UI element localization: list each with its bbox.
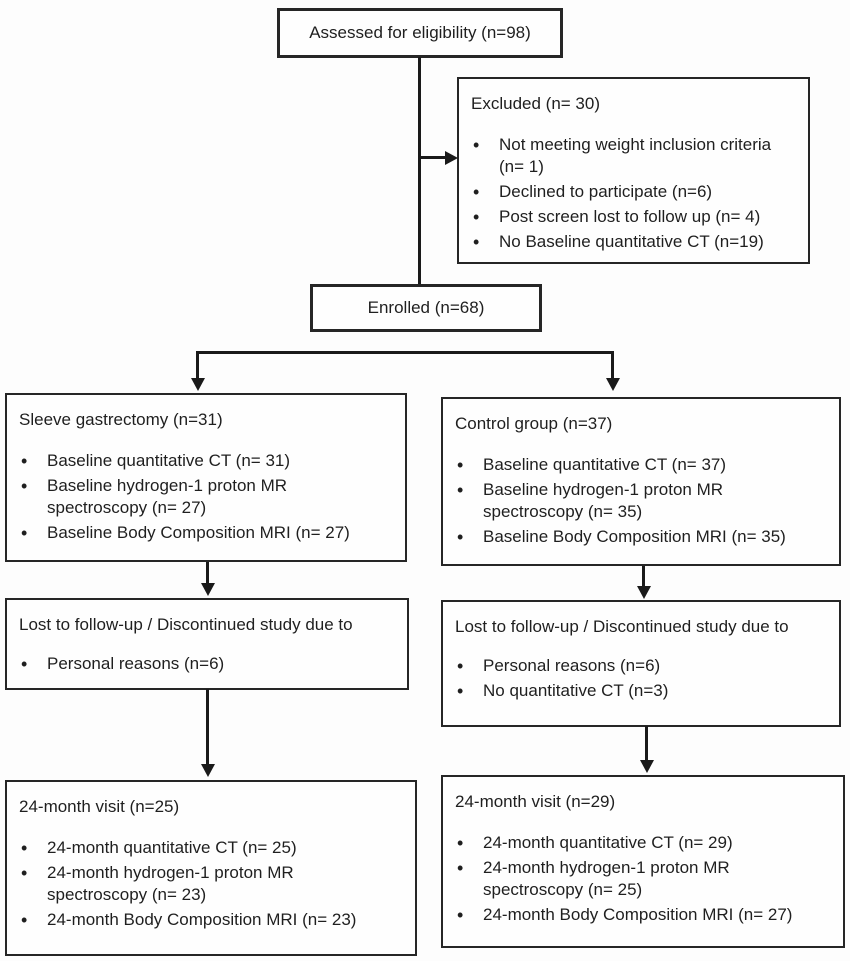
arrowhead-visit-right-icon	[640, 760, 654, 773]
control-group-title: Control group (n=37)	[455, 414, 613, 433]
assessed-label: Assessed for eligibility (n=98)	[309, 23, 531, 42]
excluded-box: Excluded (n= 30) Not meeting weight incl…	[457, 77, 810, 264]
branch-left-line	[196, 351, 199, 380]
branch-right-line	[611, 351, 614, 380]
visit-24month-left-title: 24-month visit (n=25)	[19, 797, 180, 816]
connector-sleeve-to-lost-line	[206, 562, 209, 585]
arrowhead-visit-left-icon	[201, 764, 215, 777]
excluded-list: Not meeting weight inclusion criteria (n…	[469, 134, 808, 253]
list-item: 24-month Body Composition MRI (n= 27)	[453, 904, 835, 926]
connector-lost-to-visit-left-line	[206, 689, 209, 766]
list-item: Baseline quantitative CT (n= 37)	[453, 454, 831, 476]
connector-lost-to-visit-right-line	[645, 726, 648, 762]
list-item: No Baseline quantitative CT (n=19)	[469, 231, 800, 253]
enrolled-label: Enrolled (n=68)	[367, 298, 485, 317]
list-item: Personal reasons (n=6)	[453, 655, 831, 677]
list-item: Personal reasons (n=6)	[17, 653, 399, 675]
list-item: Baseline Body Composition MRI (n= 35)	[453, 526, 831, 548]
visit-24month-right-list: 24-month quantitative CT (n= 29) 24-month…	[453, 832, 843, 926]
visit-24month-right-title: 24-month visit (n=29)	[455, 792, 616, 811]
list-item: Baseline hydrogen-1 proton MR spectrosco…	[453, 479, 831, 523]
enrolled-box: Enrolled (n=68)	[310, 284, 542, 332]
list-item: Baseline Body Composition MRI (n= 27)	[17, 522, 397, 544]
visit-24month-right-box: 24-month visit (n=29) 24-month quantitat…	[441, 775, 845, 948]
arrowhead-sleeve-icon	[191, 378, 205, 391]
connector-assessed-to-enrolled-line	[418, 57, 421, 284]
list-item: Baseline hydrogen-1 proton MR spectrosco…	[17, 475, 397, 519]
list-item: 24-month quantitative CT (n= 29)	[453, 832, 835, 854]
list-item: Post screen lost to follow up (n= 4)	[469, 206, 800, 228]
list-item: Declined to participate (n=6)	[469, 181, 800, 203]
list-item: Baseline quantitative CT (n= 31)	[17, 450, 397, 472]
visit-24month-left-list: 24-month quantitative CT (n= 25) 24-month…	[17, 837, 415, 931]
lost-followup-left-box: Lost to follow-up / Discontinued study d…	[5, 598, 409, 690]
list-item: No quantitative CT (n=3)	[453, 680, 831, 702]
list-item: 24-month hydrogen-1 proton MR spectrosco…	[17, 862, 407, 906]
lost-followup-right-list: Personal reasons (n=6) No quantitative CT…	[453, 655, 839, 702]
arrowhead-excluded-icon	[445, 151, 458, 165]
connector-control-to-lost-line	[642, 566, 645, 588]
list-item: 24-month quantitative CT (n= 25)	[17, 837, 407, 859]
arrowhead-lost-left-icon	[201, 583, 215, 596]
assessed-box: Assessed for eligibility (n=98)	[277, 8, 563, 58]
sleeve-gastrectomy-list: Baseline quantitative CT (n= 31) Baseline…	[17, 450, 405, 544]
list-item: Not meeting weight inclusion criteria (n…	[469, 134, 800, 178]
visit-24month-left-box: 24-month visit (n=25) 24-month quantitat…	[5, 780, 417, 956]
sleeve-gastrectomy-box: Sleeve gastrectomy (n=31) Baseline quant…	[5, 393, 407, 562]
branch-horizontal-line	[196, 351, 614, 354]
lost-followup-left-title: Lost to follow-up / Discontinued study d…	[19, 615, 353, 634]
control-group-box: Control group (n=37) Baseline quantitati…	[441, 397, 841, 566]
lost-followup-right-box: Lost to follow-up / Discontinued study d…	[441, 600, 841, 727]
lost-followup-left-list: Personal reasons (n=6)	[17, 653, 407, 675]
list-item: 24-month hydrogen-1 proton MR spectrosco…	[453, 857, 835, 901]
list-item: 24-month Body Composition MRI (n= 23)	[17, 909, 407, 931]
excluded-title: Excluded (n= 30)	[471, 94, 600, 113]
arrowhead-control-icon	[606, 378, 620, 391]
sleeve-gastrectomy-title: Sleeve gastrectomy (n=31)	[19, 410, 223, 429]
control-group-list: Baseline quantitative CT (n= 37) Baseline…	[453, 454, 839, 548]
lost-followup-right-title: Lost to follow-up / Discontinued study d…	[455, 617, 789, 636]
connector-to-excluded-line	[420, 156, 448, 159]
arrowhead-lost-right-icon	[637, 586, 651, 599]
